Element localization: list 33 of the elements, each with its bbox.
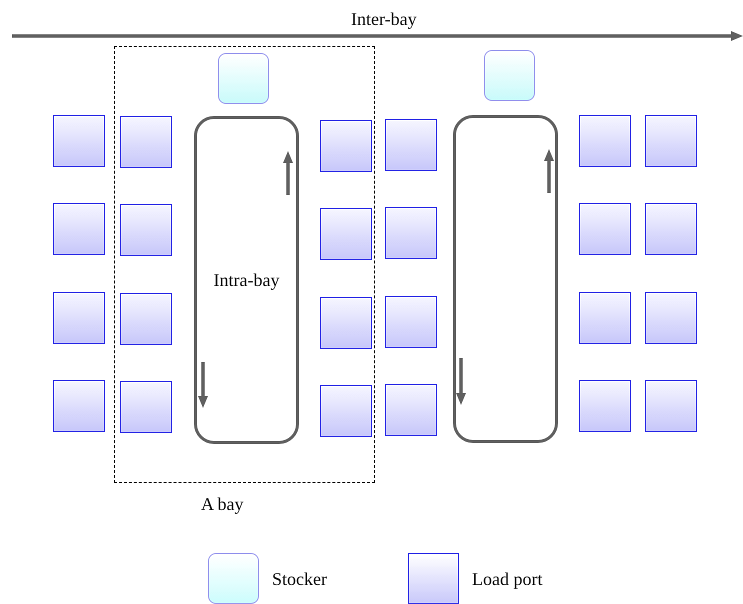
load-port-box bbox=[320, 297, 372, 349]
load-port-box bbox=[320, 385, 372, 437]
load-port-box bbox=[385, 119, 437, 171]
stocker-box bbox=[484, 50, 535, 101]
load-port-box bbox=[120, 293, 172, 345]
load-port-box bbox=[645, 292, 697, 344]
load-port-box bbox=[385, 296, 437, 348]
load-port-box bbox=[53, 203, 105, 255]
load-port-box bbox=[385, 384, 437, 436]
intra-bay-loop bbox=[453, 115, 558, 443]
load-port-box bbox=[579, 380, 631, 432]
load-port-box bbox=[385, 207, 437, 259]
load-port-box bbox=[645, 115, 697, 167]
load-port-box bbox=[579, 115, 631, 167]
stocker-box bbox=[218, 53, 269, 104]
legend-label: Stocker bbox=[272, 568, 327, 591]
intra-bay-loop bbox=[194, 116, 299, 444]
bay-label: A bay bbox=[201, 493, 244, 516]
load-port-box bbox=[645, 380, 697, 432]
load-port-box bbox=[645, 203, 697, 255]
load-port-box bbox=[120, 204, 172, 256]
load-port-box bbox=[53, 292, 105, 344]
load-port-box bbox=[579, 203, 631, 255]
legend-label: Load port bbox=[472, 568, 542, 591]
load-port-box bbox=[53, 380, 105, 432]
load-port-box bbox=[320, 120, 372, 172]
load-port-box bbox=[579, 292, 631, 344]
load-port-box bbox=[53, 115, 105, 167]
load-port-box bbox=[120, 381, 172, 433]
load-port-box bbox=[320, 208, 372, 260]
inter-bay-label: Inter-bay bbox=[351, 8, 417, 31]
loop-label: Intra-bay bbox=[212, 269, 280, 292]
load-port-box bbox=[120, 116, 172, 168]
